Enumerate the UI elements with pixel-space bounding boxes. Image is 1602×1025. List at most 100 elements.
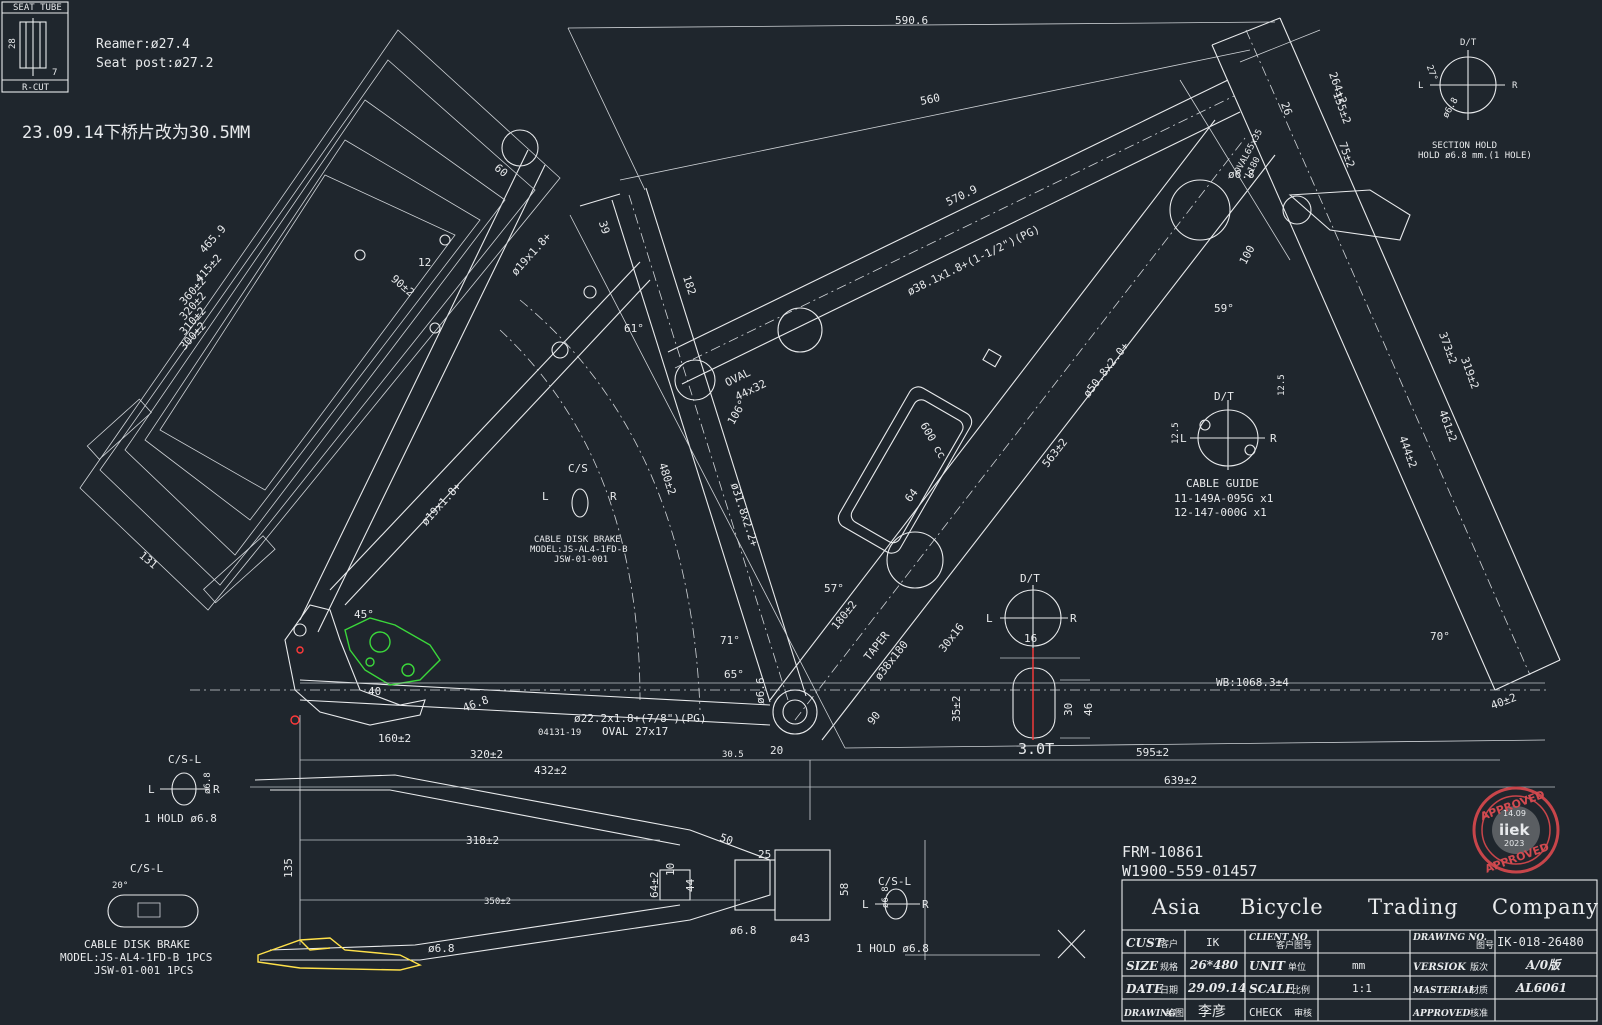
code-w: W1900-559-01457 — [1122, 862, 1257, 880]
dim-106: 106° — [725, 398, 750, 427]
cable-guide-12-a: 12.5 — [1171, 422, 1181, 444]
dt-small-l: L — [986, 612, 993, 625]
section-hold-sub: HOLD ø6.8 mm.(1 HOLE) — [1418, 151, 1532, 161]
drawing-label: DRAWING — [1123, 1009, 1176, 1019]
company-word-4: Company — [1492, 895, 1599, 919]
dim-6-6: ø6.6 — [754, 678, 767, 705]
cust-label: CUST — [1126, 936, 1165, 950]
csl-bottom-20: 20° — [112, 881, 128, 891]
section-hold-l: L — [1418, 81, 1423, 91]
dim-180: 180±2 — [829, 598, 860, 632]
top-tube — [667, 79, 1241, 401]
dim-40-right: 40±2 — [1489, 691, 1518, 712]
seat-tube-dim-right: 7 — [52, 68, 57, 78]
bottle-label: 600 cc — [917, 420, 948, 461]
drawing-no-cn: 图号 — [1476, 940, 1494, 951]
unit-label: UNIT — [1249, 959, 1286, 973]
version-value: A/0版 — [1525, 958, 1563, 972]
csl-left-l: L — [148, 783, 155, 796]
dim-35: 35±2 — [950, 696, 963, 723]
material-cn: 材质 — [1470, 984, 1488, 996]
dim-465: 465.9 — [197, 222, 229, 255]
cs-mid-r: R — [610, 490, 617, 503]
dim-570: 570.9 — [944, 183, 979, 209]
dim-6-8-bottom: ø6.8 — [730, 924, 757, 937]
cable-guide-line1: 11-149A-095G x1 — [1174, 492, 1273, 505]
dim-90: 90±2 — [388, 272, 417, 299]
dim-590: 590.6 — [895, 14, 928, 27]
cs-mid-symbol — [571, 488, 589, 518]
approved-stamp — [1472, 786, 1560, 874]
company-word-1: Asia — [1151, 895, 1201, 919]
csl-bottom-line2: MODEL:JS-AL4-1FD-B 1PCS — [60, 951, 212, 964]
drawing-value: 李彦 — [1198, 1004, 1226, 1020]
dim-58: 58 — [838, 883, 851, 896]
dim-560: 560 — [919, 91, 941, 108]
section-hold-r: R — [1512, 81, 1518, 91]
dim-oval-bottom: OVAL 27x17 — [602, 725, 668, 738]
cs-mid-line1: CABLE DISK BRAKE — [534, 535, 621, 545]
dim-10: 10 — [664, 863, 677, 876]
size-cn: 规格 — [1160, 961, 1178, 973]
dim-25: 25 — [758, 848, 771, 861]
csl-left-title: C/S-L — [168, 753, 201, 766]
dt-small-symbol — [1000, 585, 1090, 740]
approved-label: APPROVED — [1412, 1009, 1471, 1019]
dt-small-46: 46 — [1082, 703, 1095, 716]
size-label: SIZE — [1126, 959, 1159, 973]
section-hold-title: SECTION HOLD — [1432, 141, 1497, 151]
cable-guide-l: L — [1180, 432, 1187, 445]
dt-small-16: 16 — [1024, 632, 1037, 645]
dim-131: 131 — [136, 549, 160, 572]
drawing-no-value: IK-018-26480 — [1497, 935, 1584, 949]
client-label: CLIENT NO — [1249, 933, 1308, 943]
dim-46-8: 46.8 — [461, 693, 490, 714]
company-word-2: Bicycle — [1240, 895, 1324, 919]
date-cn: 日期 — [1160, 985, 1178, 996]
seat-tube-title: SEAT TUBE — [13, 3, 62, 13]
head-tube — [1179, 17, 1561, 691]
material-value: AL6061 — [1515, 981, 1567, 995]
cs-mid-line3: JSW-01-001 — [554, 555, 608, 565]
date-value: 29.09.14 — [1187, 981, 1246, 995]
dim-61: 61° — [624, 322, 644, 335]
dim-60: 60 — [492, 161, 511, 179]
company-word-3: Trading — [1368, 895, 1459, 919]
csl-left-hold: 1 HOLD ø6.8 — [144, 812, 217, 825]
dim-cs-tube: ø22.2x1.8+(7/8")(PG) — [574, 712, 706, 725]
dim-480: 480±2 — [656, 461, 679, 497]
check-label: CHECK — [1249, 1006, 1282, 1019]
dim-64-bottom: 64±2 — [648, 872, 661, 899]
dim-30x16: 30x16 — [936, 621, 967, 655]
seat-tube-detail: SEAT TUBE 28 7 R-CUT — [1, 1, 69, 93]
dt-small-30: 30 — [1062, 703, 1075, 716]
dim-50: 50 — [718, 831, 735, 848]
dim-39: 39 — [596, 219, 612, 236]
csl-bottom-line3: JSW-01-001 1PCS — [94, 964, 193, 977]
seat-tube-bottom-label: R-CUT — [22, 83, 50, 93]
dim-6-8-lower: ø6.8 — [428, 942, 455, 955]
dim-432: 432±2 — [534, 764, 567, 777]
cable-guide-dt: D/T — [1214, 390, 1234, 403]
dim-59: 59° — [1214, 302, 1234, 315]
unit-cn: 单位 — [1288, 961, 1306, 973]
dim-43: ø43 — [790, 932, 810, 945]
dim-160: 160±2 — [378, 732, 411, 745]
dim-44: 44 — [684, 878, 697, 892]
wheel-arc-inner — [499, 329, 641, 701]
dim-135: 135 — [282, 858, 295, 878]
csl-right-l: L — [862, 898, 869, 911]
dt-small-title: D/T — [1020, 572, 1040, 585]
cable-guide-r: R — [1270, 432, 1277, 445]
csl-left-6-8: ø6.8 — [203, 772, 213, 794]
dim-12: 12 — [418, 256, 431, 269]
dim-top-tube: ø38.1x1.8+(1-1/2")(PG) — [905, 223, 1042, 299]
dim-461: 461±2 — [1436, 408, 1460, 444]
approved-cn: 核准 — [1470, 1007, 1488, 1019]
date-label: DATE — [1125, 982, 1164, 996]
size-value: 26*480 — [1189, 958, 1239, 972]
chain-stay — [190, 679, 1550, 940]
dim-45: 45° — [354, 608, 374, 621]
rear-dropout — [284, 604, 426, 726]
